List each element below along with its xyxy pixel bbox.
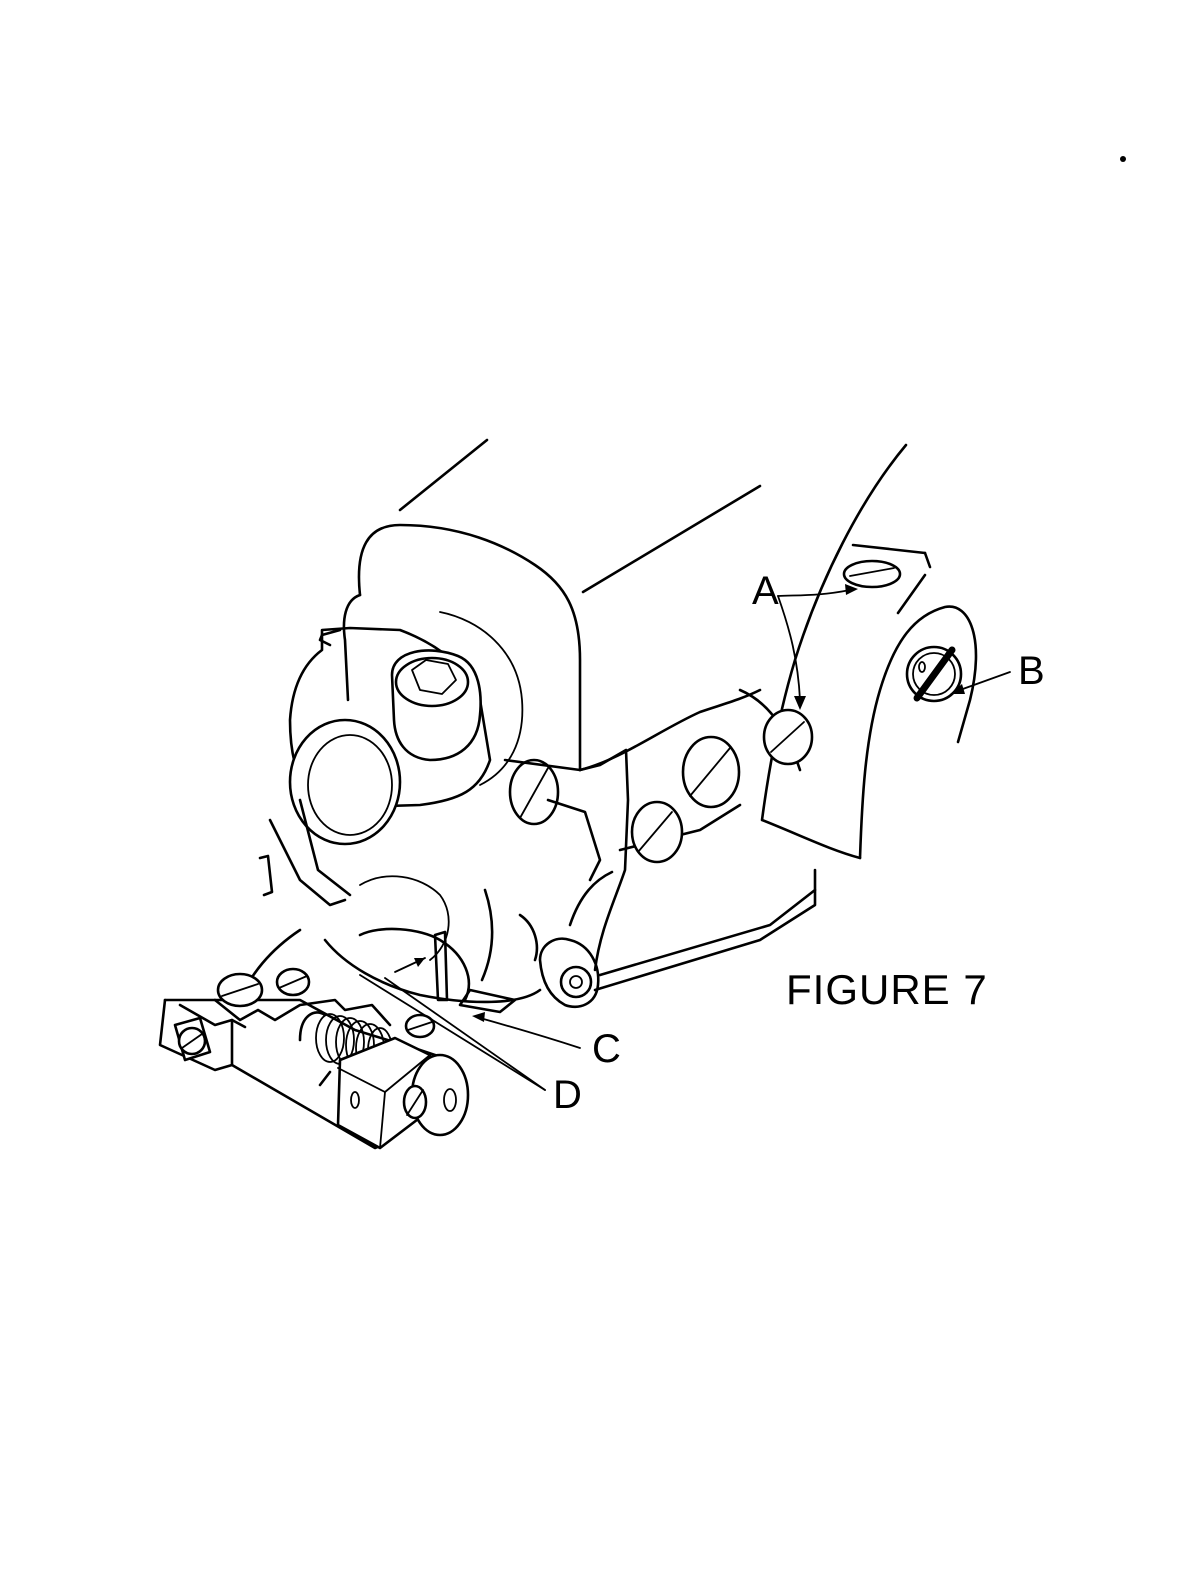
scan-speck — [1120, 156, 1126, 162]
callout-label-c: C — [592, 1027, 621, 1071]
needle-bar-crank — [260, 628, 490, 905]
figure-title: FIGURE 7 — [786, 966, 988, 1013]
callout-label-a: A — [752, 569, 779, 613]
callout-label-b: B — [1018, 649, 1045, 693]
body-screws — [510, 737, 739, 862]
leader-c — [480, 1018, 580, 1048]
screw-a-upper — [844, 561, 900, 587]
leader-a-upper — [778, 590, 850, 596]
leader-b — [960, 672, 1010, 690]
callout-label-d: D — [553, 1073, 582, 1117]
